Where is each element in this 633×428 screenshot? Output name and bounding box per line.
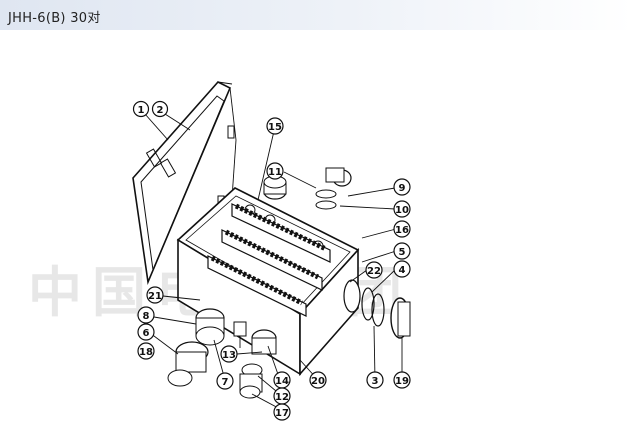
svg-text:7: 7 [222,377,229,388]
callout-2: 2 [151,100,169,118]
callout-7: 7 [216,372,234,390]
callout-8: 8 [137,306,155,324]
callout-13: 13 [220,345,238,363]
callout-9: 9 [393,178,411,196]
callout-1: 1 [132,100,150,118]
callout-10: 10 [393,200,411,218]
callout-4: 4 [393,260,411,278]
svg-text:20: 20 [311,376,325,387]
callout-11: 11 [266,162,284,180]
svg-text:5: 5 [399,247,406,258]
callout-12: 12 [273,387,291,405]
callout-21: 21 [146,286,164,304]
callout-20: 20 [309,371,327,389]
terminal-strip-2 [221,229,323,291]
top-cable-gland [263,167,352,210]
svg-text:1: 1 [138,105,145,116]
callout-3: 3 [366,371,384,389]
svg-text:6: 6 [143,328,150,339]
svg-text:15: 15 [268,122,282,133]
svg-text:3: 3 [372,376,379,387]
svg-text:17: 17 [275,408,289,419]
svg-text:12: 12 [275,392,289,403]
earth-terminal [233,321,247,348]
svg-text:18: 18 [139,347,153,358]
callout-16: 16 [393,220,411,238]
callout-6: 6 [137,323,155,341]
svg-text:11: 11 [268,167,282,178]
svg-text:19: 19 [395,376,409,387]
svg-text:2: 2 [157,105,164,116]
callout-14: 14 [273,371,291,389]
svg-text:8: 8 [143,311,150,322]
svg-text:14: 14 [275,376,289,387]
svg-text:21: 21 [148,291,162,302]
title-bar: JHH-6(B) 30对 [0,0,633,30]
svg-text:16: 16 [395,225,409,236]
callout-5: 5 [393,242,411,260]
callout-15: 15 [266,117,284,135]
svg-text:9: 9 [399,183,406,194]
callout-17: 17 [273,403,291,421]
bottom-cable-gland-left [167,308,225,387]
svg-text:10: 10 [395,205,409,216]
bottom-cable-gland-right [239,329,277,399]
page-title: JHH-6(B) 30对 [8,11,101,26]
terminal-strip-3 [207,255,307,317]
side-cable-gland [343,279,411,339]
junction-box-exploded-diagram: 1 2 15 11 9 10 16 5 22 4 21 8 6 18 13 7 … [132,81,411,421]
svg-text:4: 4 [399,265,406,276]
callout-19: 19 [393,371,411,389]
svg-text:22: 22 [367,266,381,277]
callout-18: 18 [137,342,155,360]
callout-22: 22 [365,261,383,279]
terminal-strip-1 [231,203,331,263]
svg-text:13: 13 [222,350,236,361]
door-lid [132,81,237,285]
